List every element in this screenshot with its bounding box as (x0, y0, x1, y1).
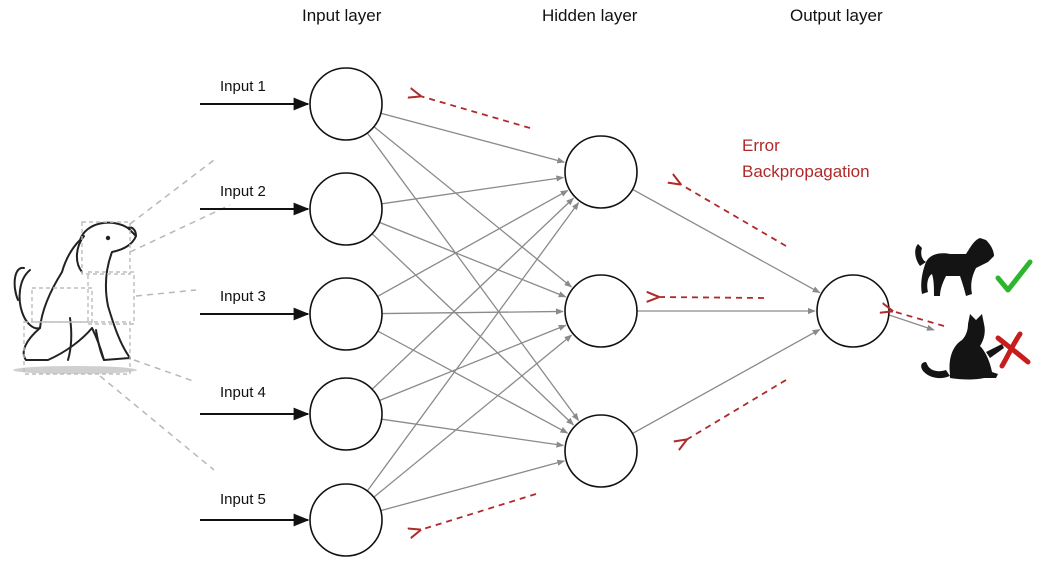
input-node-3 (309, 277, 383, 351)
network-nodes (309, 67, 890, 557)
dashed-guide-4 (133, 359, 197, 383)
input-node-5 (309, 483, 383, 557)
input-label-1: Input 1 (220, 78, 266, 95)
dashed-guide-lines (99, 159, 231, 471)
dashed-guide-2 (129, 204, 231, 253)
input-label-4: Input 4 (220, 384, 266, 401)
connection-in4-h1 (371, 197, 575, 390)
connection-in2-h1 (381, 175, 565, 205)
connection-h3-out (632, 328, 821, 435)
output-layer-title: Output layer (790, 6, 883, 25)
input-node-2 (309, 172, 383, 246)
cross-mark-icon (995, 331, 1031, 369)
connection-in3-h3 (377, 330, 569, 434)
input-label-2: Input 2 (220, 183, 266, 200)
output-to-cat-connection (888, 314, 935, 331)
error-arrow-1 (420, 96, 531, 129)
dashed-guide-1 (129, 159, 215, 225)
error-backprop-arrows (420, 96, 945, 530)
connection-in2-h3 (371, 233, 575, 426)
error-label-line1: Error (742, 136, 780, 155)
error-arrow-6 (892, 311, 945, 327)
error-arrow-2 (680, 184, 787, 247)
connection-in1-h1 (380, 112, 566, 164)
connection-h1-out (632, 188, 821, 294)
connection-in5-h2 (373, 334, 573, 498)
connection-in5-h3 (380, 459, 566, 512)
connection-in3-h1 (377, 189, 569, 298)
dog-sketch-boxes (23, 221, 135, 375)
dog-silhouette-icon (915, 238, 994, 296)
hidden-node-1 (564, 135, 638, 209)
hidden-node-3 (564, 414, 638, 488)
connection-in4-h2 (379, 324, 567, 402)
input-label-5: Input 5 (220, 491, 266, 508)
dashed-guide-3 (135, 289, 197, 297)
connection-in1-h3 (366, 132, 580, 422)
dashed-guide-5 (99, 375, 215, 471)
output-node (816, 274, 890, 348)
input-label-3: Input 3 (220, 288, 266, 305)
check-mark-icon (995, 259, 1033, 293)
error-arrow-4 (686, 379, 787, 440)
connection-in2-h2 (379, 221, 567, 298)
hidden-node-2 (564, 274, 638, 348)
connection-in1-h2 (373, 126, 573, 288)
input-layer-title: Input layer (302, 6, 382, 25)
error-arrow-3 (658, 297, 765, 298)
network-connections (366, 112, 935, 512)
connection-in5-h1 (366, 202, 580, 492)
connection-in4-h3 (381, 418, 565, 448)
input-node-4 (309, 377, 383, 451)
input-arrows (200, 97, 310, 527)
hidden-layer-title: Hidden layer (542, 6, 638, 25)
error-arrow-5 (420, 493, 537, 530)
input-node-1 (309, 67, 383, 141)
error-label-line2: Backpropagation (742, 162, 870, 181)
cat-silhouette-icon (921, 314, 1004, 380)
connection-in3-h2 (381, 308, 564, 315)
